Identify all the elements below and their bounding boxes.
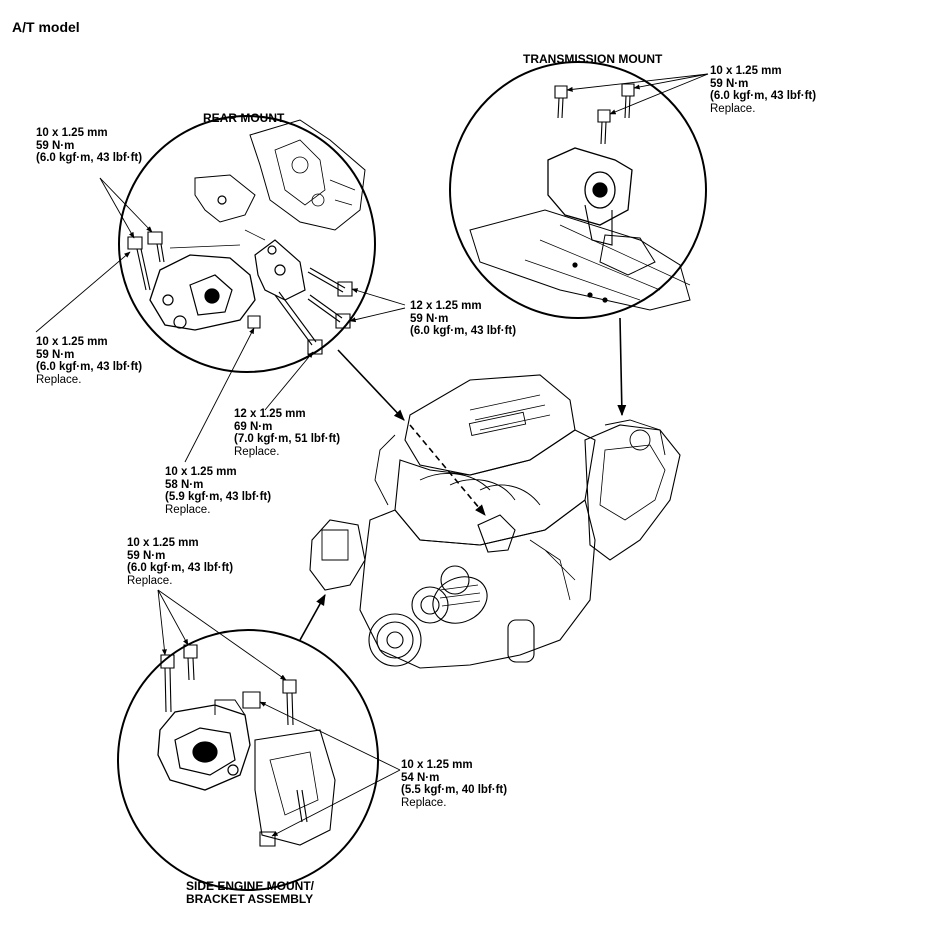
side-mount-caption-line1: SIDE ENGINE MOUNT/ (186, 879, 315, 893)
spec-torque: 54 N·m (401, 771, 440, 784)
spec-alt: (6.0 kgf·m, 43 lbf·ft) (710, 90, 817, 102)
side-mount-detail-circle (118, 630, 378, 890)
spec-size: 12 x 1.25 mm (410, 300, 482, 312)
torque-spec-side-right: 10 x 1.25 mm 54 N·m (5.5 kgf·m, 40 lbf·f… (401, 759, 507, 809)
side-mount-parts (158, 645, 335, 846)
page-title: A/T model (12, 19, 80, 35)
spec-alt: (5.9 kgf·m, 43 lbf·ft) (165, 491, 272, 503)
spec-torque: 59 N·m (410, 312, 449, 325)
leader-lines (36, 74, 708, 836)
spec-torque: 59 N·m (127, 549, 166, 562)
spec-size: 10 x 1.25 mm (36, 127, 108, 139)
spec-torque: 69 N·m (234, 420, 273, 433)
spec-size: 10 x 1.25 mm (127, 537, 199, 549)
spec-torque: 59 N·m (36, 139, 75, 152)
rear-mount-detail-circle (119, 116, 375, 372)
spec-alt: (5.5 kgf·m, 40 lbf·ft) (401, 784, 508, 796)
spec-alt: (6.0 kgf·m, 43 lbf·ft) (36, 152, 143, 164)
transmission-mount-parts (470, 84, 690, 310)
engine-assembly (310, 375, 680, 668)
spec-alt: (6.0 kgf·m, 43 lbf·ft) (127, 562, 234, 574)
transmission-mount-detail-circle (450, 62, 706, 318)
spec-size: 10 x 1.25 mm (710, 65, 782, 77)
spec-alt: (6.0 kgf·m, 43 lbf·ft) (36, 361, 143, 373)
spec-note: Replace. (234, 445, 280, 458)
spec-note: Replace. (127, 574, 173, 587)
torque-spec-rear-top: 10 x 1.25 mm 59 N·m (6.0 kgf·m, 43 lbf·f… (36, 127, 142, 165)
rear-mount-caption: REAR MOUNT (203, 111, 285, 125)
spec-torque: 59 N·m (36, 348, 75, 361)
side-mount-caption: SIDE ENGINE MOUNT/ BRACKET ASSEMBLY (186, 880, 314, 906)
spec-torque: 59 N·m (710, 77, 749, 90)
torque-spec-transmission: 10 x 1.25 mm 59 N·m (6.0 kgf·m, 43 lbf·f… (710, 65, 816, 115)
spec-size: 10 x 1.25 mm (165, 466, 237, 478)
spec-size: 10 x 1.25 mm (401, 759, 473, 771)
detail-connectors (300, 318, 627, 640)
spec-note: Replace. (710, 102, 756, 115)
spec-torque: 58 N·m (165, 478, 204, 491)
torque-spec-rear-bolt: 12 x 1.25 mm 69 N·m (7.0 kgf·m, 51 lbf·f… (234, 408, 340, 458)
spec-size: 10 x 1.25 mm (36, 336, 108, 348)
torque-spec-rear-left: 10 x 1.25 mm 59 N·m (6.0 kgf·m, 43 lbf·f… (36, 336, 142, 386)
spec-note: Replace. (401, 796, 447, 809)
rear-mount-parts (128, 120, 365, 354)
spec-note: Replace. (36, 373, 82, 386)
spec-size: 12 x 1.25 mm (234, 408, 306, 420)
spec-note: Replace. (165, 503, 211, 516)
torque-spec-rear-nut: 10 x 1.25 mm 58 N·m (5.9 kgf·m, 43 lbf·f… (165, 466, 271, 516)
transmission-mount-caption: TRANSMISSION MOUNT (523, 52, 663, 66)
spec-alt: (6.0 kgf·m, 43 lbf·ft) (410, 325, 517, 337)
torque-spec-rear-right: 12 x 1.25 mm 59 N·m (6.0 kgf·m, 43 lbf·f… (410, 300, 516, 338)
torque-spec-side-top: 10 x 1.25 mm 59 N·m (6.0 kgf·m, 43 lbf·f… (127, 537, 233, 587)
side-mount-caption-line2: BRACKET ASSEMBLY (186, 892, 314, 906)
spec-alt: (7.0 kgf·m, 51 lbf·ft) (234, 433, 341, 445)
